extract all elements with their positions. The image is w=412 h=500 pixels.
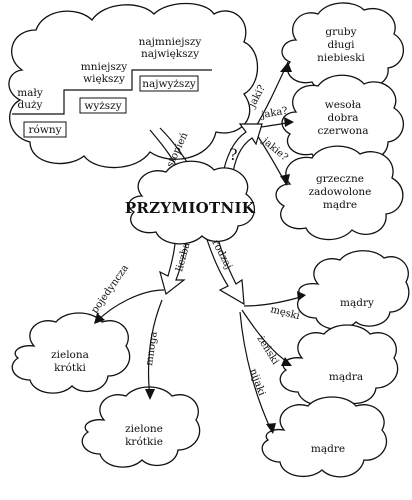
answer-jaki-1: gruby xyxy=(325,26,356,38)
answer-jaki-2: długi xyxy=(328,39,356,51)
connector-mnoga xyxy=(147,299,163,399)
label-nijaki: nijaki xyxy=(247,367,267,397)
answer-zenski: mądra xyxy=(329,371,363,383)
step-3-line-1: najmniejszy xyxy=(139,36,202,48)
boxed-najwyzszy: najwyższy xyxy=(142,78,196,90)
answer-cloud-jaka xyxy=(281,74,405,165)
boxed-rowny: równy xyxy=(28,124,61,136)
step-1-line-2: duży xyxy=(18,99,43,111)
answer-jakie-1: grzeczne xyxy=(316,173,364,185)
arrow-head-jakie xyxy=(280,174,290,186)
label-pojedyncza: pojedyncza xyxy=(89,263,131,316)
degree-staircase xyxy=(12,69,212,115)
arrow-head-meski xyxy=(297,291,306,301)
step-2-line-2: większy xyxy=(83,73,125,85)
boxed-najwyzszy-frame xyxy=(139,75,199,92)
answer-mnoga-1: zielone xyxy=(125,423,163,435)
arrow-head-zenski xyxy=(281,357,292,366)
boxed-rowny-frame xyxy=(23,121,67,138)
boxed-wyzszy: wyższy xyxy=(84,100,121,112)
hollow-arrow-rodzaj xyxy=(203,229,245,306)
boxed-wyzszy-frame xyxy=(79,97,127,114)
answer-nijaki: mądre xyxy=(311,443,345,455)
answer-mnoga-2: krótkie xyxy=(125,436,163,448)
degree-cloud xyxy=(8,2,258,169)
step-2-line-1: mniejszy xyxy=(81,61,127,73)
label-jaka: jaka? xyxy=(260,106,289,122)
answer-jaka-1: wesoła xyxy=(325,99,362,111)
label-meski: męski xyxy=(269,304,301,322)
answer-cloud-jakie xyxy=(275,145,404,241)
step-1-line-1: mały xyxy=(17,87,43,99)
label-jakie: jakie? xyxy=(259,135,290,163)
label-zenski: żeński xyxy=(254,334,280,367)
label-mnoga: mnoga xyxy=(144,331,160,367)
answer-jakie-3: mądre xyxy=(323,199,357,211)
answer-jaki-3: niebieski xyxy=(317,52,365,64)
answer-cloud-nijaki xyxy=(261,396,388,478)
question-mark: ? xyxy=(229,145,238,164)
arrow-head-nijaki xyxy=(266,423,276,434)
arrow-head-mnoga xyxy=(145,389,155,400)
answer-cloud-mnoga xyxy=(81,386,201,468)
center-cloud xyxy=(128,160,256,245)
answer-pojedyncza-2: krótki xyxy=(54,362,86,374)
answer-jaka-2: dobra xyxy=(327,112,358,124)
arrow-head-jaka xyxy=(284,117,294,127)
connector-nijaki xyxy=(239,311,273,433)
hollow-arrow-questions xyxy=(221,123,263,181)
answer-meski: mądry xyxy=(340,297,374,309)
answer-pojedyncza-1: zielona xyxy=(51,349,89,361)
center-label: PRZYMIOTNIK xyxy=(125,199,256,217)
answer-cloud-meski xyxy=(297,250,410,330)
answer-jakie-2: zadowolone xyxy=(309,186,372,198)
step-3-line-2: największy xyxy=(141,48,199,60)
arrow-head-pojedyncza xyxy=(94,313,105,324)
answer-jaka-3: czerwona xyxy=(318,125,369,137)
arrow-head-jaki xyxy=(280,62,292,72)
answer-cloud-pojedyncza xyxy=(11,312,131,394)
answer-cloud-zenski xyxy=(279,324,399,406)
